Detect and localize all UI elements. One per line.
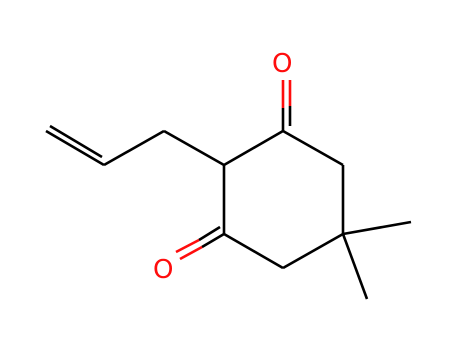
bond-c2-c1 (223, 129, 284, 167)
bond-c5-methyl-b (341, 233, 369, 300)
bond-ch2-ch (103, 129, 165, 167)
bond-c5-c4 (282, 232, 344, 270)
bond-c3-o2-a-carbon (201, 232, 225, 249)
bond-c3-o2-a-oxygen (179, 245, 203, 261)
bond-c2-ch2 (163, 129, 225, 167)
oxygen-label-bottom: O (153, 255, 173, 285)
bond-ch-ch2-terminal-b (49, 124, 103, 159)
bond-c3-o2-b-oxygen (175, 238, 200, 254)
bond-c1-c6 (282, 129, 344, 167)
bond-ch-ch2-terminal-a (45, 129, 105, 167)
bond-c3-o2-b-carbon (198, 225, 221, 242)
bond-c4-c3 (223, 232, 284, 270)
oxygen-label-top: O (272, 49, 292, 79)
bond-c5-methyl-a (342, 220, 412, 236)
